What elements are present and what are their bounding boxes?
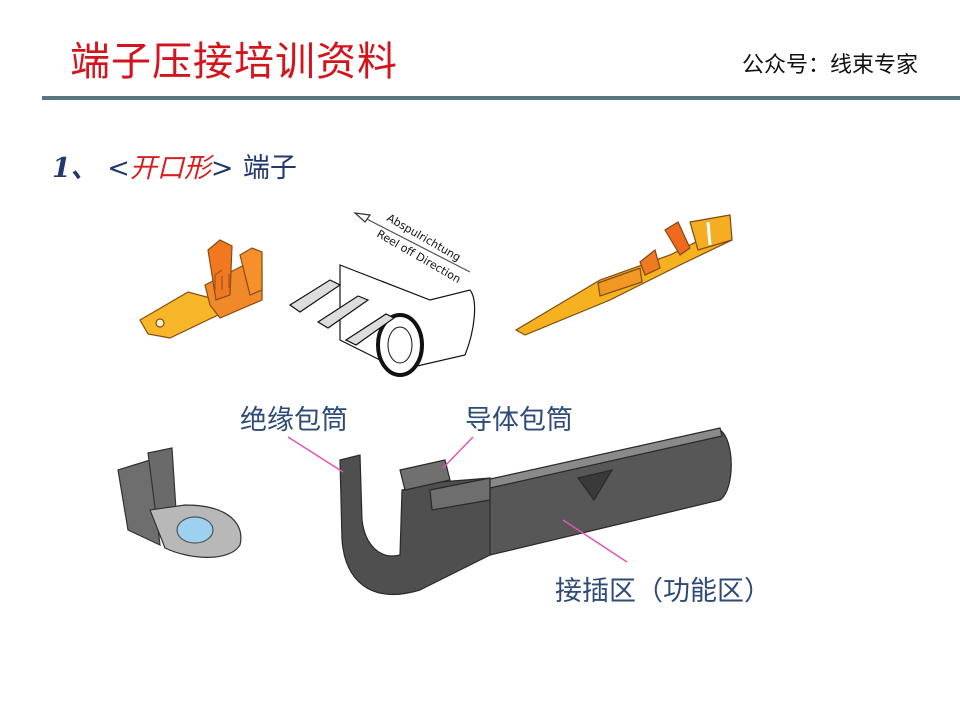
section-number: 1、 [52, 153, 98, 184]
section-word: 端子 [242, 153, 297, 184]
pin-terminal-illustration [514, 214, 733, 336]
insulation-barrel-label: 绝缘包筒 [240, 405, 348, 436]
conductor-barrel-label: 导体包筒 [465, 405, 573, 436]
header-divider [42, 96, 960, 100]
open-bracket: < [107, 153, 130, 184]
mating-zone-label: 接插区（功能区） [555, 576, 771, 607]
close-bracket: > [210, 153, 234, 184]
section-highlight: 开口形 [129, 153, 211, 184]
account-label: 公众号：线束专家 [741, 53, 918, 78]
page-title: 端子压接培训资料 [70, 39, 398, 85]
open-barrel-terminal-illustration [339, 427, 732, 595]
callout-leaders [287, 436, 628, 563]
flat-male-terminal-illustration [139, 239, 263, 339]
section-heading: 1、 <开口形> 端子 [52, 152, 297, 186]
ring-terminal-illustration [117, 447, 242, 558]
reel-diagram-illustration: Abspulrichtung Reel off Direction [288, 211, 476, 377]
